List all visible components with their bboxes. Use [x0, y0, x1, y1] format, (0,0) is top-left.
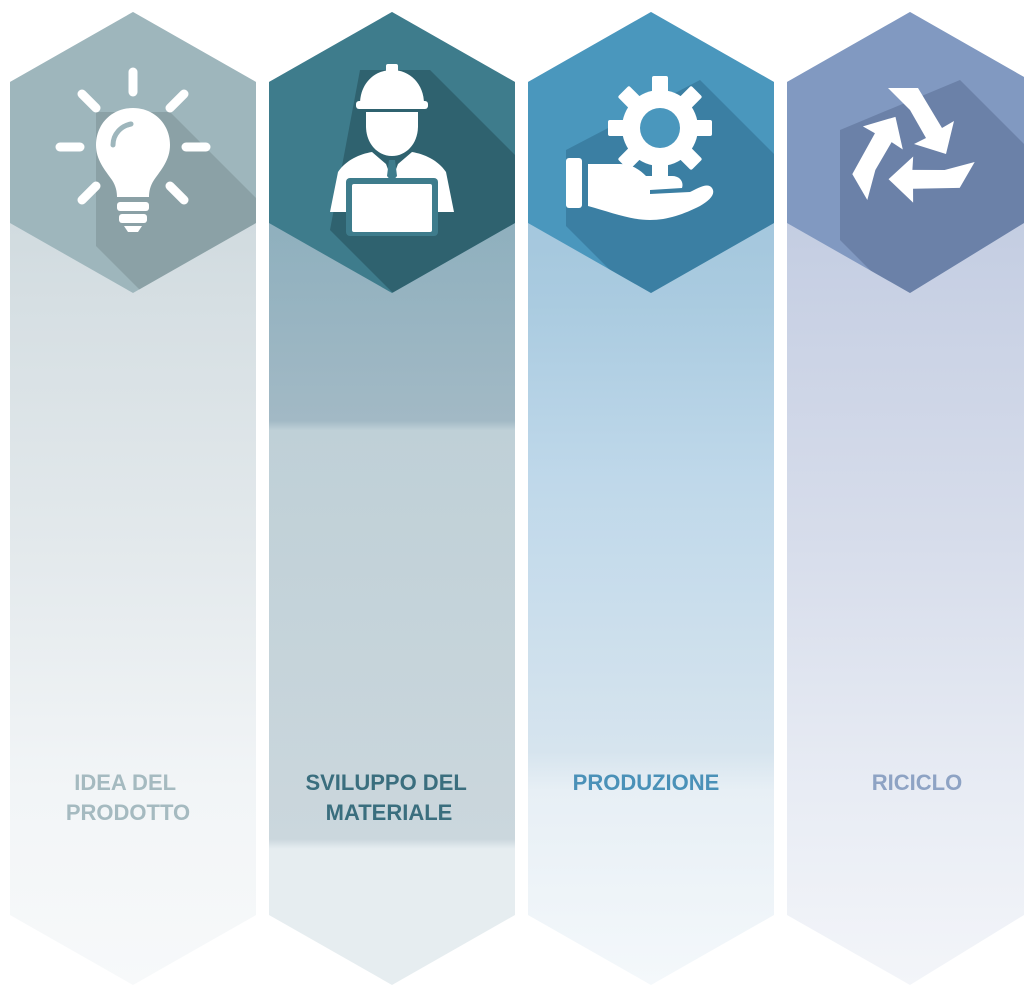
- step-label: SVILUPPO DEL MATERIALE: [305, 770, 472, 825]
- hand-gear-icon: [566, 76, 714, 220]
- step-produzione: PRODUZIONE: [528, 12, 774, 985]
- recycle-icon: [852, 88, 975, 203]
- step-sviluppo-del-materiale: SVILUPPO DEL MATERIALE: [269, 12, 515, 985]
- step-label: IDEA DEL PRODOTTO: [66, 770, 190, 825]
- engineer-laptop-icon: [330, 64, 454, 236]
- step-label: PRODUZIONE: [573, 770, 720, 795]
- step-label: RICICLO: [872, 770, 962, 795]
- step-idea-del-prodotto: IDEA DEL PRODOTTO: [10, 12, 256, 985]
- lightbulb-icon: [55, 67, 211, 232]
- step-riciclo: RICICLO: [787, 12, 1024, 985]
